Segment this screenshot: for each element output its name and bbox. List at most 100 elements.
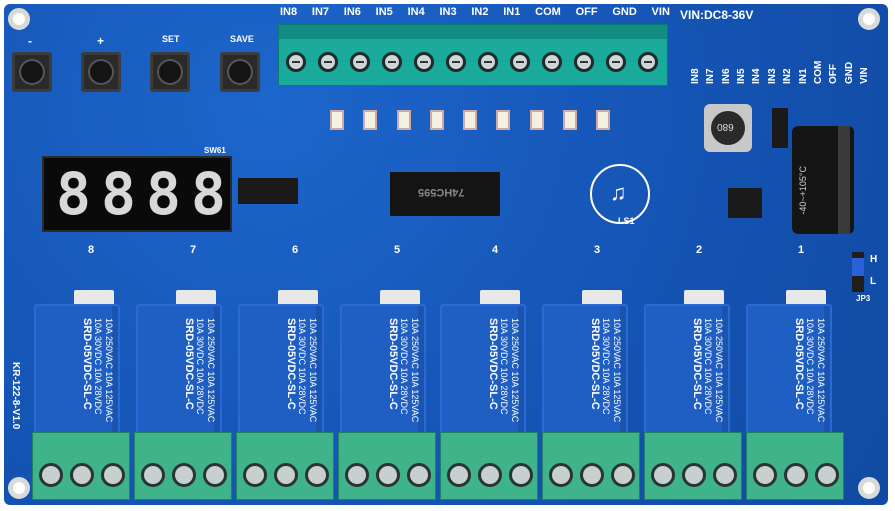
- terminal-screw-off[interactable]: [574, 52, 594, 72]
- mounting-hole-bottom-right: [858, 477, 880, 499]
- terminal-screw[interactable]: [713, 463, 737, 487]
- relay-rating-line2: 10A 30VDC 10A 28VDC: [805, 318, 815, 415]
- relay-number-7: 7: [190, 244, 197, 256]
- terminal-screw[interactable]: [447, 463, 471, 487]
- terminal-screw[interactable]: [549, 463, 573, 487]
- relay-clip: [480, 290, 520, 308]
- button-cap: [159, 61, 181, 83]
- terminal-screw[interactable]: [345, 463, 369, 487]
- terminal-screw[interactable]: [682, 463, 706, 487]
- terminal-screw-gnd[interactable]: [606, 52, 626, 72]
- terminal-screw-in2[interactable]: [478, 52, 498, 72]
- terminal-screw[interactable]: [753, 463, 777, 487]
- terminal-screw-vin[interactable]: [638, 52, 658, 72]
- relay-rating-line1: 10A 250VAC 10A 125VAC: [612, 318, 622, 423]
- diode: [772, 108, 788, 148]
- terminal-screw[interactable]: [141, 463, 165, 487]
- relay-rating-line2: 10A 30VDC 10A 28VDC: [399, 318, 409, 415]
- buzzer-ref-label: LS1: [618, 216, 635, 226]
- pcb-board: IN8 IN7 IN6 IN5 IN4 IN3 IN2 IN1 COM OFF …: [4, 4, 888, 505]
- terminal-screw-com[interactable]: [542, 52, 562, 72]
- terminal-screw[interactable]: [274, 463, 298, 487]
- jumper-low-mark: L: [870, 276, 877, 287]
- relay-number-4: 4: [492, 244, 499, 256]
- terminal-screw[interactable]: [478, 463, 502, 487]
- button-cap: [21, 61, 43, 83]
- side-label-in5: IN5: [736, 68, 748, 84]
- relay-1-output-terminal[interactable]: [746, 432, 844, 500]
- relay-number-6: 6: [292, 244, 299, 256]
- save-button-label: SAVE: [230, 34, 254, 44]
- display-ref-label: SW61: [204, 146, 226, 155]
- side-label-in7: IN7: [705, 68, 717, 84]
- terminal-screw[interactable]: [172, 463, 196, 487]
- label-vin: VIN: [651, 6, 670, 18]
- minus-button-label: -: [28, 34, 32, 48]
- relay-4-output-terminal[interactable]: [440, 432, 538, 500]
- relay-5-output-terminal[interactable]: [338, 432, 436, 500]
- relay-model: SRD-05VDC-SL-C: [183, 318, 195, 410]
- input-led: [529, 110, 544, 130]
- relay-8-output-terminal[interactable]: [32, 432, 130, 500]
- label-in3: IN3: [439, 6, 457, 18]
- terminal-screw[interactable]: [784, 463, 808, 487]
- relay-2: 10A 250VAC 10A 125VAC 10A 30VDC 10A 28VD…: [644, 304, 730, 434]
- terminal-screw-in7[interactable]: [318, 52, 338, 72]
- terminal-screw[interactable]: [815, 463, 839, 487]
- relay-label: 10A 250VAC 10A 125VAC 10A 30VDC 10A 28VD…: [562, 318, 622, 428]
- terminal-screw-in8[interactable]: [286, 52, 306, 72]
- side-label-gnd: GND: [843, 61, 855, 84]
- relay-label: 10A 250VAC 10A 125VAC 10A 30VDC 10A 28VD…: [460, 318, 520, 428]
- terminal-screw[interactable]: [243, 463, 267, 487]
- relay-rating-line1: 10A 250VAC 10A 125VAC: [410, 318, 420, 423]
- terminal-screw-in3[interactable]: [446, 52, 466, 72]
- input-led: [396, 110, 411, 130]
- terminal-screw[interactable]: [203, 463, 227, 487]
- relay-7-output-terminal[interactable]: [134, 432, 232, 500]
- label-in8: IN8: [280, 6, 298, 18]
- label-com: COM: [535, 6, 561, 18]
- terminal-screw-in5[interactable]: [382, 52, 402, 72]
- terminal-screw[interactable]: [407, 463, 431, 487]
- relay-label: 10A 250VAC 10A 125VAC 10A 30VDC 10A 28VD…: [664, 318, 724, 428]
- mounting-hole-bottom-left: [8, 477, 30, 499]
- relay-label: 10A 250VAC 10A 125VAC 10A 30VDC 10A 28VD…: [258, 318, 318, 428]
- relay-2-output-terminal[interactable]: [644, 432, 742, 500]
- relay-rating-line2: 10A 30VDC 10A 28VDC: [195, 318, 205, 415]
- save-button[interactable]: [220, 52, 260, 92]
- terminal-screw-in4[interactable]: [414, 52, 434, 72]
- set-button[interactable]: [150, 52, 190, 92]
- relay-3-output-terminal[interactable]: [542, 432, 640, 500]
- relay-rating-line1: 10A 250VAC 10A 125VAC: [104, 318, 114, 423]
- relay-number-3: 3: [594, 244, 601, 256]
- terminal-screw-in6[interactable]: [350, 52, 370, 72]
- terminal-screw[interactable]: [70, 463, 94, 487]
- side-label-com: COM: [812, 60, 824, 84]
- terminal-screw[interactable]: [580, 463, 604, 487]
- display-digit: 8: [191, 160, 226, 228]
- terminal-screw[interactable]: [611, 463, 635, 487]
- terminal-screw[interactable]: [651, 463, 675, 487]
- terminal-screw[interactable]: [509, 463, 533, 487]
- relay-number-2: 2: [696, 244, 703, 256]
- terminal-screw[interactable]: [101, 463, 125, 487]
- relay-6-output-terminal[interactable]: [236, 432, 334, 500]
- side-label-in8: IN8: [690, 68, 701, 84]
- relay-rating-line2: 10A 30VDC 10A 28VDC: [93, 318, 103, 415]
- side-label-in2: IN2: [782, 68, 794, 84]
- input-led: [330, 110, 344, 130]
- terminal-screw[interactable]: [376, 463, 400, 487]
- side-label-in3: IN3: [766, 68, 778, 84]
- terminal-screw[interactable]: [305, 463, 329, 487]
- jumper-jp3[interactable]: [852, 252, 864, 292]
- plus-button[interactable]: [81, 52, 121, 92]
- relay-label: 10A 250VAC 10A 125VAC 10A 30VDC 10A 28VD…: [766, 318, 826, 428]
- terminal-screw-in1[interactable]: [510, 52, 530, 72]
- relay-number-8: 8: [88, 244, 95, 256]
- input-terminal-block[interactable]: [278, 24, 668, 86]
- relay-5: 10A 250VAC 10A 125VAC 10A 30VDC 10A 28VD…: [340, 304, 426, 434]
- minus-button[interactable]: [12, 52, 52, 92]
- label-gnd: GND: [612, 6, 637, 18]
- display-digit: 8: [101, 160, 136, 228]
- terminal-screw[interactable]: [39, 463, 63, 487]
